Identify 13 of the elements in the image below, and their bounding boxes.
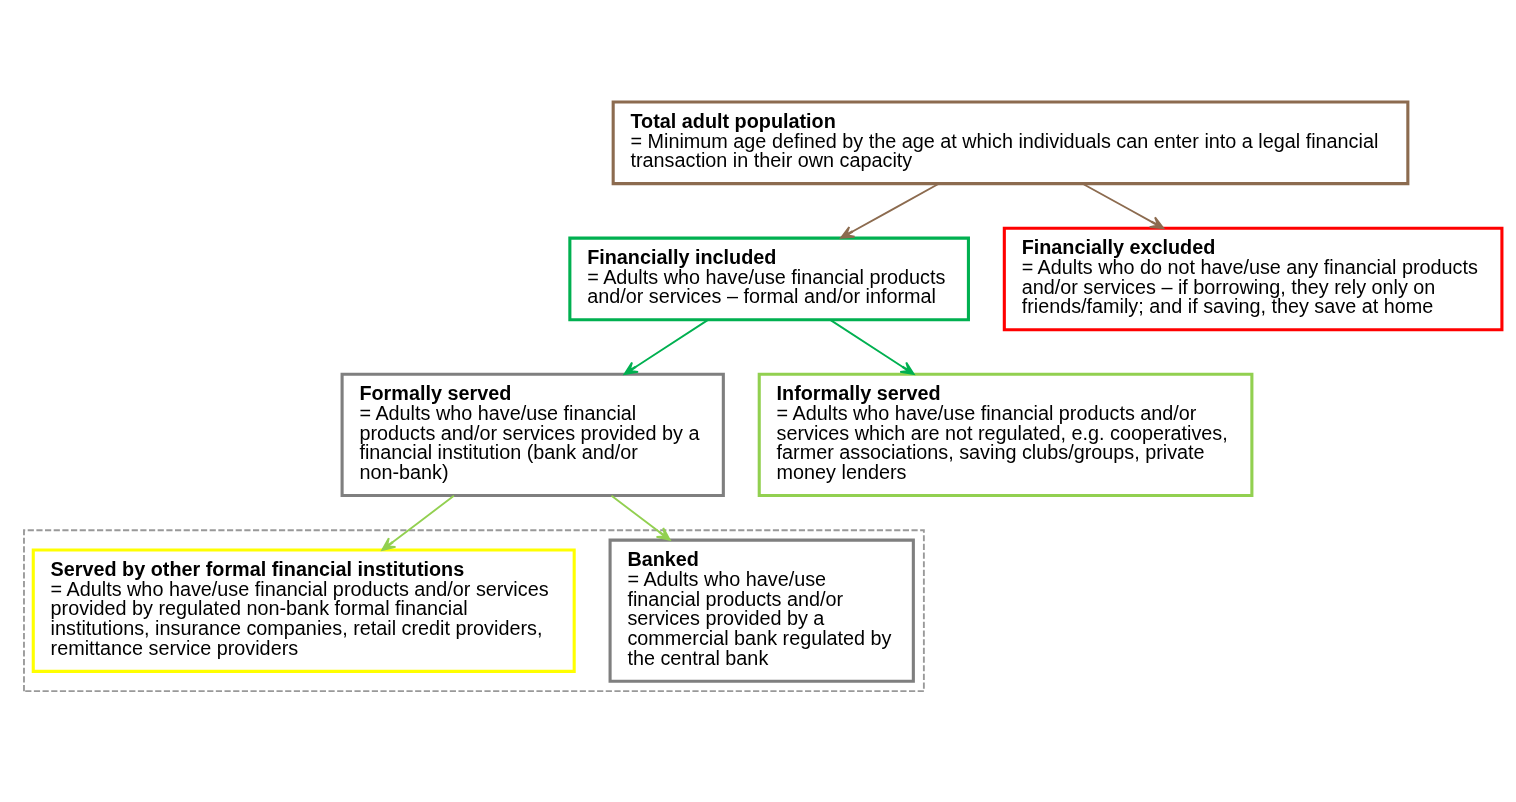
arrow — [829, 318, 915, 375]
node-box: Served by other formal financial institutions = Adults who have/use financial products and/or services provided by regulated non-bank formal financial institutions, insurance companies, retail credit providers, remittance service providers — [31, 548, 576, 673]
node-box: Financially excluded = Adults who do not have/use any financial products and/or services – if borrowing, they rely only on friends/family; and if saving, they save at home — [1002, 226, 1504, 331]
node-box: Financially included = Adults who have/use financial products and/or services – formal and/or informal — [568, 236, 970, 321]
arrow — [610, 494, 671, 541]
arrow — [1081, 182, 1165, 229]
arrow — [381, 494, 455, 551]
node-box: Informally served = Adults who have/use financial products and/or services which are not regulated, e.g. cooperatives, farmer associations, saving clubs/groups, private money lenders — [757, 372, 1254, 497]
arrow — [840, 182, 940, 239]
node-box: Total adult population = Minimum age defined by the age at which individuals can enter into a legal financial transaction in their own capacity — [611, 99, 1410, 185]
arrow — [623, 318, 709, 375]
node-box: Banked = Adults who have/use financial products and/or services provided by a commercial bank regulated by the central bank — [608, 538, 915, 683]
node-box: Formally served = Adults who have/use financial products and/or services provided by a financial institution (bank and/or non-bank) — [340, 372, 725, 497]
